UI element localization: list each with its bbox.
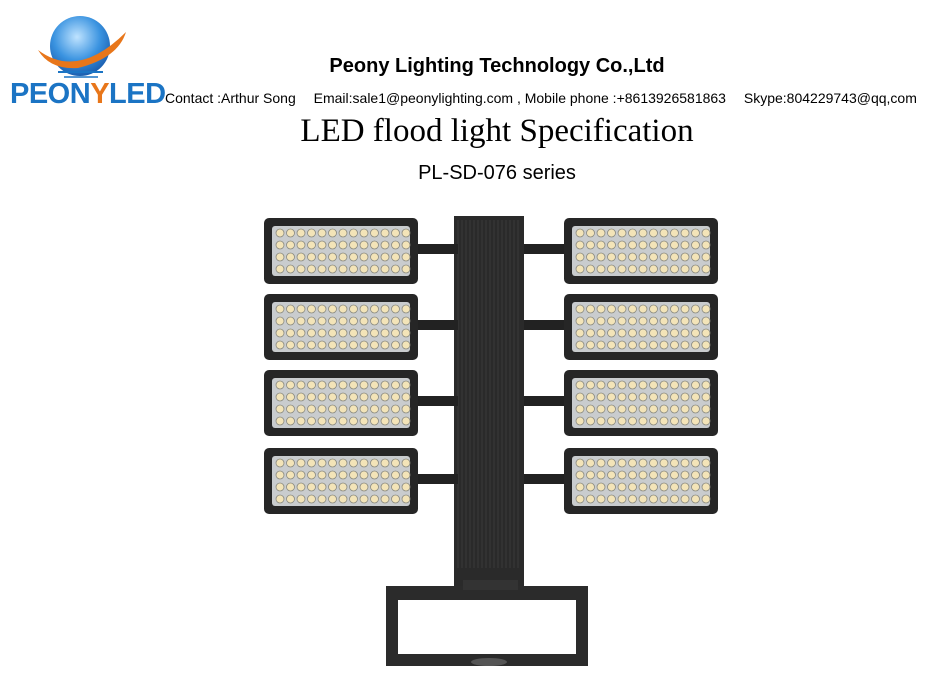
series-subtitle: PL-SD-076 series xyxy=(418,162,576,184)
light-module xyxy=(524,294,718,360)
light-module xyxy=(264,370,458,436)
light-module xyxy=(264,218,458,284)
contact-email-phone: Email:sale1@peonylighting.com , Mobile p… xyxy=(313,90,726,106)
logo-globe-icon xyxy=(38,16,126,78)
document-title: LED flood light Specification xyxy=(300,113,694,149)
contact-person: Contact :Arthur Song xyxy=(165,90,296,106)
light-module xyxy=(264,448,458,514)
contact-line: Contact :Arthur Song Email:sale1@peonyli… xyxy=(165,90,931,106)
logo-brand-text: PEONYLED xyxy=(10,78,166,110)
company-name: Peony Lighting Technology Co.,Ltd xyxy=(329,55,665,77)
company-logo xyxy=(8,10,158,110)
light-module xyxy=(524,370,718,436)
led-flood-light-product-image xyxy=(258,208,728,668)
light-module xyxy=(524,218,718,284)
light-module xyxy=(264,294,458,360)
light-module xyxy=(524,448,718,514)
contact-skype: Skype:804229743@qq,com xyxy=(743,90,917,106)
